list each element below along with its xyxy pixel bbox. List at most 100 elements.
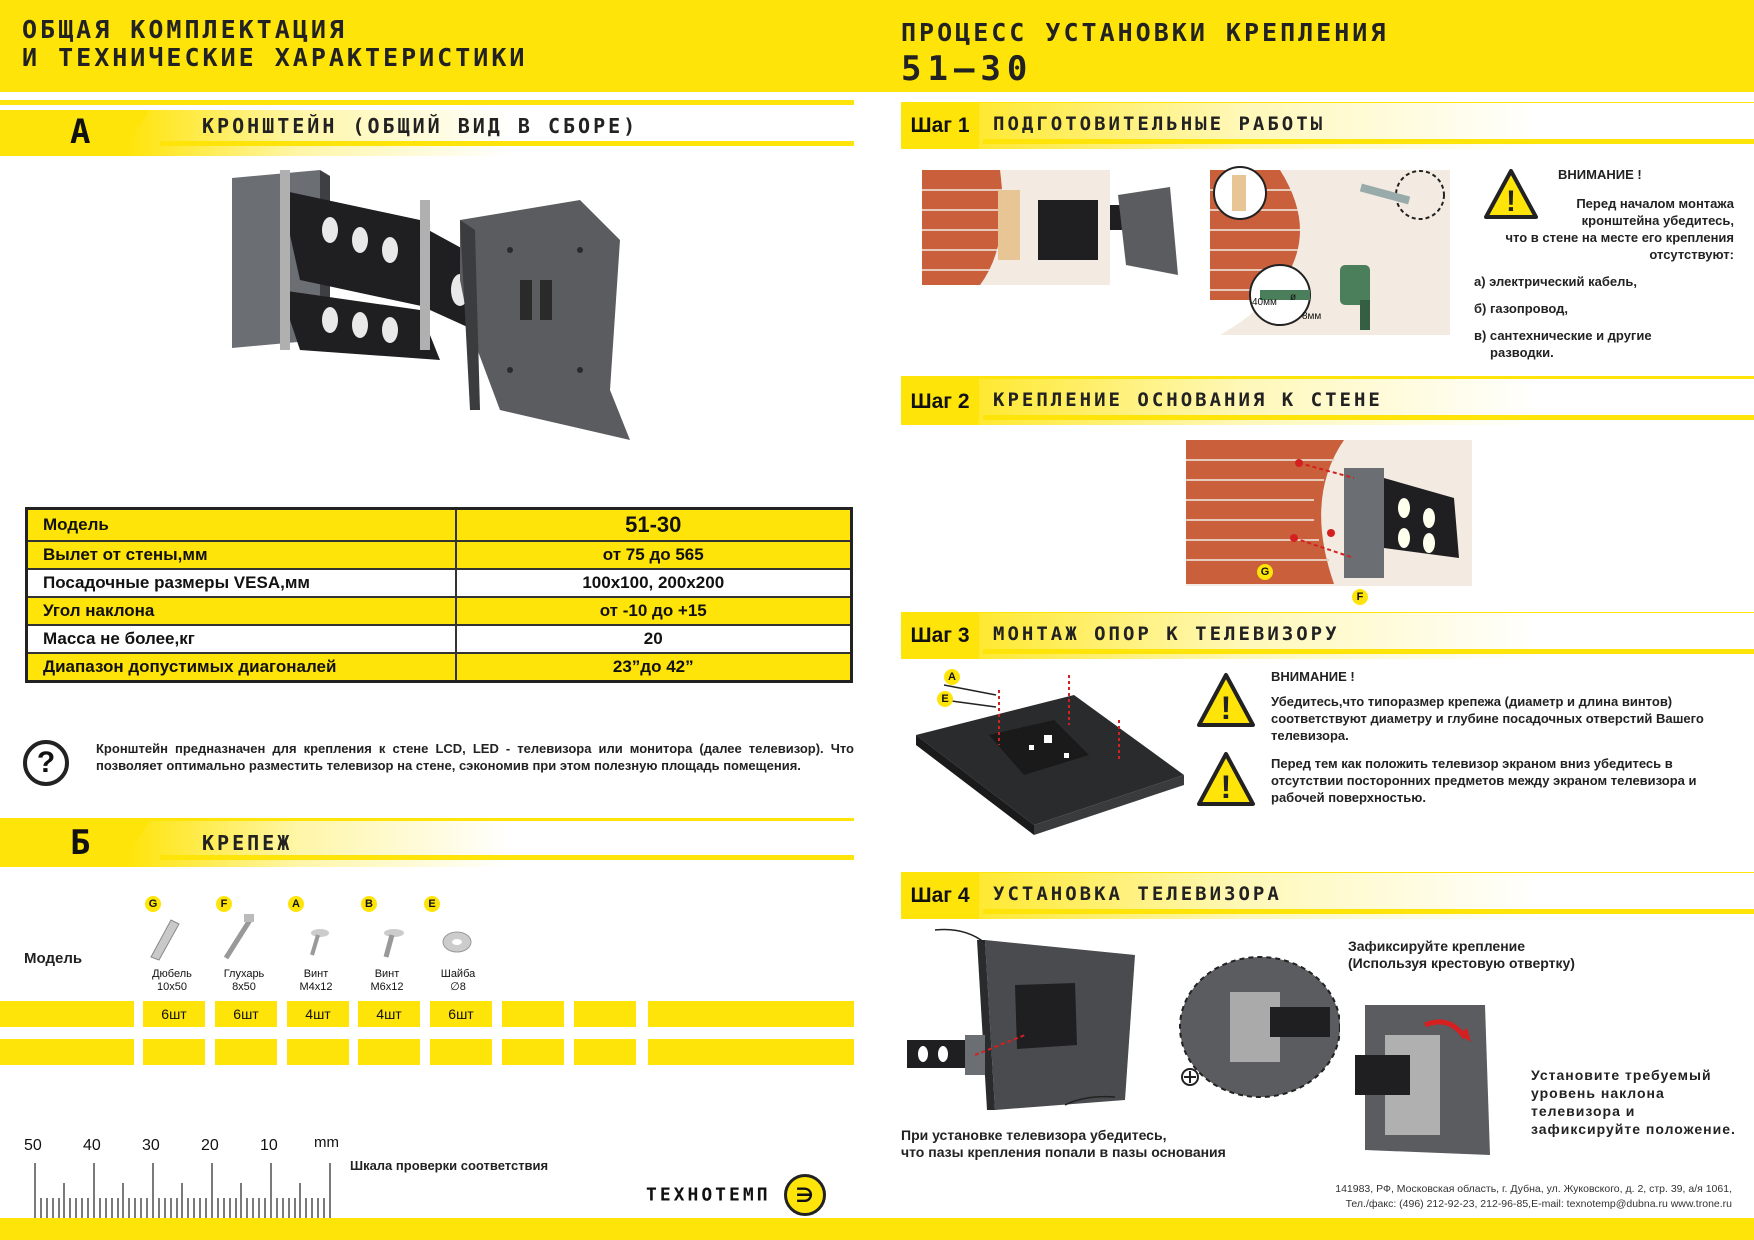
step4-fix-illustration	[1179, 956, 1340, 1098]
qty-cell	[648, 1039, 854, 1065]
dim-dia-symbol: ø	[1290, 292, 1297, 303]
qty-cell	[502, 1039, 564, 1065]
ruler-caption: Шкала проверки соответствия	[350, 1158, 549, 1173]
screw-m6-icon	[383, 929, 404, 958]
qty-cell: 4шт	[358, 1001, 420, 1027]
qty-cell	[0, 1039, 134, 1065]
step3-warn2: Перед тем как положить телевизор экраном…	[1271, 756, 1697, 805]
hardware-name: Шайба∅8	[440, 968, 476, 993]
badge: G	[145, 896, 161, 912]
step4-note: При установке телевизора убедитесь, что …	[901, 1127, 1226, 1160]
address: 141983, РФ, Московская область, г. Дубна…	[1335, 1183, 1732, 1210]
step4-tv-illustration	[907, 928, 1135, 1110]
svg-text:!: !	[1506, 185, 1516, 218]
svg-text:!: !	[1221, 769, 1232, 805]
qty-cell	[0, 1001, 134, 1027]
label-g: G	[1257, 564, 1273, 580]
qty-cell: 4шт	[287, 1001, 349, 1027]
qty-cell	[574, 1001, 636, 1027]
badge: E	[424, 896, 440, 912]
step3-warn1: Убедитесь,что типоразмер крепежа (диамет…	[1271, 694, 1704, 743]
dim-40mm: 40мм	[1252, 297, 1277, 308]
warning-icon: !	[1197, 752, 1255, 806]
qty-cell	[358, 1039, 420, 1065]
screw-m4-icon	[310, 929, 329, 956]
section-a-letter-box	[0, 110, 150, 156]
step2-title: КРЕПЛЕНИЕ ОСНОВАНИЯ К СТЕНЕ	[993, 389, 1383, 411]
rule	[983, 139, 1754, 144]
badge: B	[361, 896, 377, 912]
label-a: A	[944, 669, 960, 685]
qty-cell: 6шт	[143, 1001, 205, 1027]
dim-8mm: 8мм	[1302, 311, 1322, 322]
qty-cell	[430, 1039, 492, 1065]
rule	[983, 649, 1754, 654]
section-b-letter: Б	[70, 823, 91, 863]
brand-icon: ∋	[783, 1174, 826, 1216]
step3-illustration	[916, 675, 1184, 835]
dowel-icon	[150, 919, 180, 961]
qty-cell: 6шт	[215, 1001, 277, 1027]
section-a-letter: A	[70, 112, 91, 152]
step3-warn-title: ВНИМАНИЕ !	[1271, 669, 1355, 684]
bracket-illustration	[232, 170, 630, 440]
left-title: ОБЩАЯ КОМПЛЕКТАЦИЯ И ТЕХНИЧЕСКИЕ ХАРАКТЕ…	[22, 15, 528, 72]
question-icon: ?	[23, 740, 69, 786]
header-band	[0, 0, 1754, 92]
rule	[983, 415, 1754, 420]
rule	[983, 909, 1754, 914]
step1-title: ПОДГОТОВИТЕЛЬНЫЕ РАБОТЫ	[993, 113, 1326, 135]
rule	[160, 141, 854, 146]
section-b-title: КРЕПЕЖ	[202, 831, 293, 855]
label-f: F	[1352, 589, 1368, 605]
washer-icon	[442, 931, 472, 953]
step3-label: Шаг 3	[901, 613, 979, 659]
section-a-title: КРОНШТЕЙН (ОБЩИЙ ВИД В СБОРЕ)	[202, 114, 639, 138]
step3-title: МОНТАЖ ОПОР К ТЕЛЕВИЗОРУ	[993, 623, 1340, 645]
step1-warning: ВНИМАНИЕ ! Перед началом монтажа кронште…	[1474, 167, 1734, 360]
right-title: ПРОЦЕСС УСТАНОВКИ КРЕПЛЕНИЯ 51–30	[901, 18, 1389, 89]
rule	[160, 855, 854, 860]
step4-tilt-illustration	[1355, 1005, 1490, 1155]
rule	[901, 376, 1754, 381]
svg-text:!: !	[1221, 690, 1232, 726]
warning-icon: !	[1484, 169, 1538, 219]
qty-cell	[502, 1001, 564, 1027]
step1-illustration	[922, 166, 1450, 335]
hardware-row-label: Модель	[24, 950, 83, 967]
qty-cell	[215, 1039, 277, 1065]
step1-label: Шаг 1	[901, 103, 979, 149]
section-b-letter-box	[0, 821, 150, 867]
warning-icon: !	[1197, 673, 1255, 727]
brand-logo: ТЕХНОТЕМП ∋	[646, 1174, 826, 1216]
step4-label: Шаг 4	[901, 873, 979, 919]
step4-title: УСТАНОВКА ТЕЛЕВИЗОРА	[993, 883, 1282, 905]
ruler-ticks	[34, 1163, 331, 1218]
rule	[0, 818, 854, 823]
rule	[0, 100, 854, 105]
step2-label: Шаг 2	[901, 379, 979, 425]
badge: F	[216, 896, 232, 912]
qty-cell	[648, 1001, 854, 1027]
step2-illustration	[1186, 440, 1472, 586]
step4-tilt: Установите требуемый уровень наклона тел…	[1531, 1067, 1736, 1137]
lag-screw-icon	[223, 914, 254, 960]
qty-cell	[287, 1039, 349, 1065]
badge: A	[288, 896, 304, 912]
footer-band	[0, 1218, 1754, 1240]
qty-cell	[574, 1039, 636, 1065]
info-text: Кронштейн предназначен для крепления к с…	[96, 741, 854, 773]
qty-cell: 6шт	[430, 1001, 492, 1027]
qty-cell	[143, 1039, 205, 1065]
